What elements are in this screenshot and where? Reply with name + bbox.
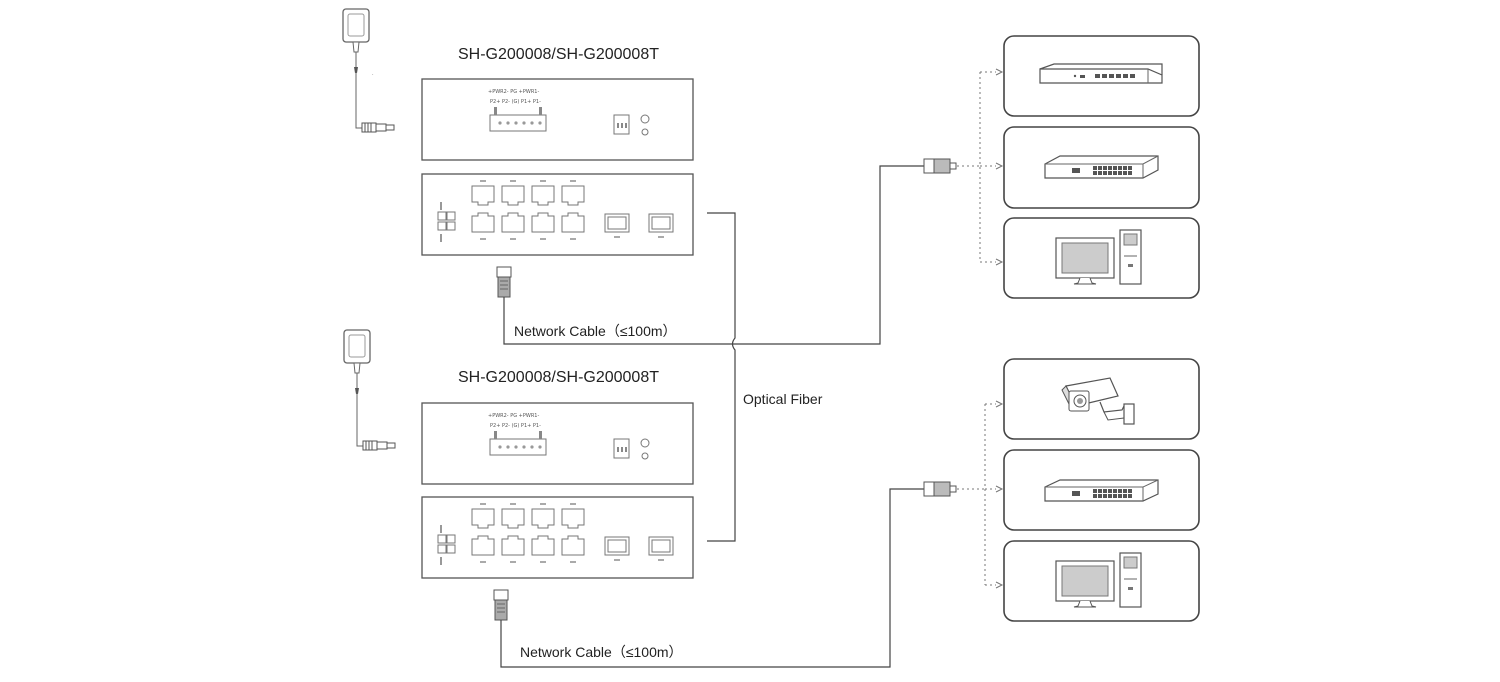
switch-bottom-group: +PWR2- PG +PWR1- P2+ P2- (G) P1+ P1- xyxy=(343,329,694,621)
network-cable-top-label: Network Cable（≤100m） xyxy=(514,323,677,339)
switch-bottom-model-label: SH-G200008/SH-G200008T xyxy=(458,369,659,386)
computer-icon xyxy=(1055,552,1142,608)
router-icon xyxy=(1039,63,1163,84)
power-adapter-icon xyxy=(342,8,370,74)
pwr-sub-text: P2+ P2- (G) P1+ P1- xyxy=(490,423,541,429)
computer-icon xyxy=(1055,229,1142,285)
optical-fiber-line xyxy=(707,212,736,542)
dc-plug-icon xyxy=(362,440,396,451)
switch-top-port-panel xyxy=(421,173,694,256)
switch-bottom-port-panel xyxy=(421,496,694,579)
rj45-connector-icon xyxy=(496,266,512,298)
pwr-sub-text: P2+ P2- (G) P1+ P1- xyxy=(490,99,541,105)
switch-top-model-label: SH-G200008/SH-G200008T xyxy=(458,46,659,63)
network-cable-bottom-label: Network Cable（≤100m） xyxy=(520,644,683,660)
power-adapter-icon xyxy=(343,329,371,395)
optical-fiber-label: Optical Fiber xyxy=(743,391,823,407)
dc-plug-icon xyxy=(361,122,395,133)
media-converter-top-icon xyxy=(923,158,957,174)
switch-bottom-power-panel: +PWR2- PG +PWR1- P2+ P2- (G) P1+ P1- xyxy=(421,402,694,485)
switch-top-group: . +PWR2- PG +PWR1- P2+ P2- (G) P1+ P1- xyxy=(342,8,694,298)
pwr-header-text: +PWR2- PG +PWR1- xyxy=(488,413,539,419)
pwr-header-text: +PWR2- PG +PWR1- xyxy=(488,89,539,95)
fanout-bottom-lines xyxy=(957,404,986,585)
cctv-camera-icon xyxy=(1061,377,1135,425)
network-cable-top-line xyxy=(503,165,924,345)
rj45-connector-icon xyxy=(493,589,509,621)
network-switch-icon xyxy=(1044,155,1159,179)
switch-top-power-panel: +PWR2- PG +PWR1- P2+ P2- (G) P1+ P1- xyxy=(421,78,694,161)
adapter-mark: . xyxy=(372,71,374,77)
network-switch-icon xyxy=(1044,479,1159,502)
network-cable-bottom-line xyxy=(500,488,924,668)
fanout-top-lines xyxy=(957,72,981,262)
media-converter-bottom-icon xyxy=(923,481,957,497)
